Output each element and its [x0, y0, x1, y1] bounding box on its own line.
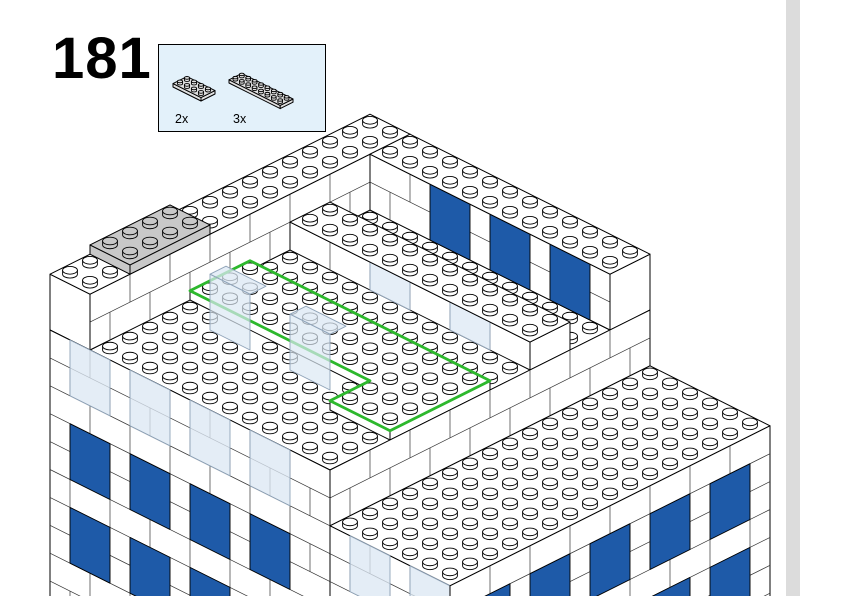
step-number: 181 — [52, 26, 152, 91]
highlight-outline — [188, 259, 492, 433]
parts-callout-illustration: 2x 3x — [172, 72, 294, 126]
building — [49, 113, 771, 596]
part-count-label: 2x — [175, 112, 189, 126]
part-count-label: 3x — [233, 112, 247, 126]
part-thumbnails — [172, 72, 294, 110]
page-edge — [786, 0, 800, 596]
parts-callout: 2x 3x — [158, 44, 326, 132]
